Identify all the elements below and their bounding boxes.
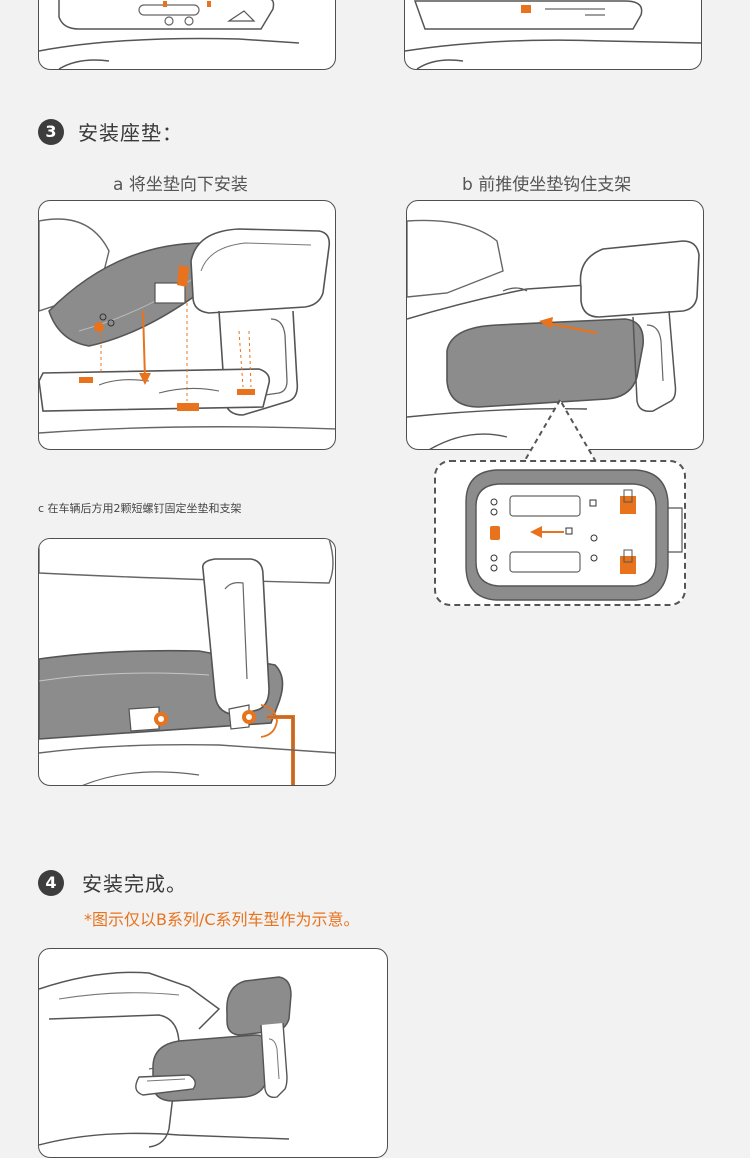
- illustration-a-cushion-down: [38, 200, 336, 450]
- step-title: 安装完成。: [82, 872, 187, 896]
- caption-a: a 将坐垫向下安装: [113, 175, 248, 195]
- step-title: 安装座垫：: [78, 121, 183, 145]
- step-number-badge: 4: [38, 869, 64, 896]
- illustration-previous-right: [404, 0, 702, 70]
- caption-b: b 前推使坐垫钩住支架: [462, 175, 632, 195]
- illustration-previous-left: [38, 0, 336, 70]
- disclaimer-note: *图示仅以B系列/C系列车型作为示意。: [84, 910, 360, 929]
- zoom-callout-pointer: [522, 398, 598, 463]
- illustration-installed-complete: [38, 948, 388, 1158]
- step-number-badge: 3: [38, 118, 64, 145]
- step-4-heading: 4 安装完成。: [38, 868, 187, 897]
- zoom-detail-underside: [434, 460, 686, 606]
- step-3-heading: 3 安装座垫：: [38, 117, 183, 146]
- caption-c: c 在车辆后方用2颗短螺钉固定坐垫和支架: [38, 502, 242, 515]
- illustration-c-screw-fixing: [38, 538, 336, 786]
